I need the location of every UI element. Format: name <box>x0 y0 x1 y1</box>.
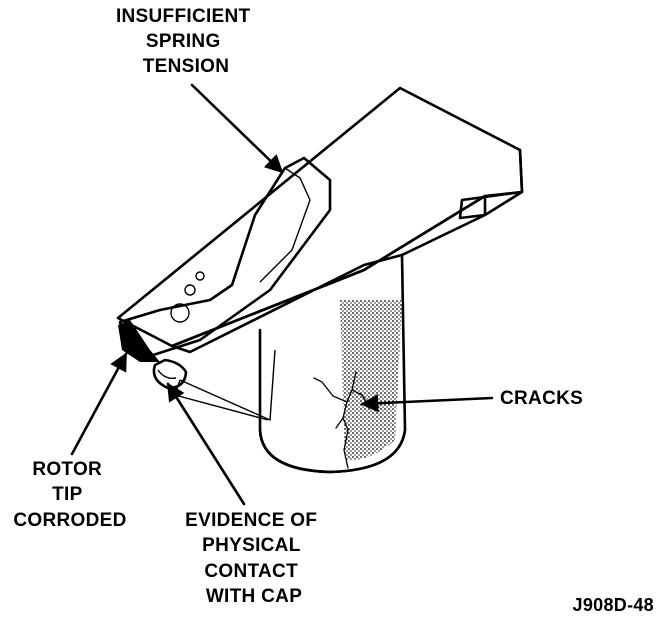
label-rotor-tip: ROTOR TIP CORRODED <box>13 459 126 531</box>
rotor-shaft <box>258 253 407 474</box>
label-rotor-tip-line-1: ROTOR <box>32 459 102 480</box>
label-rotor-tip-line-3: CORRODED <box>13 510 126 531</box>
figure-id: J908D-48 <box>573 595 654 615</box>
spring-contact <box>118 156 332 358</box>
label-spring-line-1: INSUFFICIENT <box>116 6 251 27</box>
label-spring: INSUFFICIENT SPRING TENSION <box>116 6 256 77</box>
rotor-arm <box>116 86 524 422</box>
label-cracks: CRACKS <box>500 388 583 409</box>
rotor-tip <box>118 320 188 390</box>
label-spring-line-3: TENSION <box>143 56 230 77</box>
label-spring-line-2: SPRING <box>146 31 221 52</box>
label-rotor-tip-line-2: TIP <box>52 484 82 505</box>
label-contact: EVIDENCE OF PHYSICAL CONTACT WITH CAP <box>185 510 323 607</box>
label-contact-line-4: WITH CAP <box>206 586 302 607</box>
label-contact-line-1: EVIDENCE OF <box>185 510 317 531</box>
leader-lines <box>70 83 494 506</box>
label-contact-line-2: PHYSICAL <box>202 535 301 556</box>
label-contact-line-3: CONTACT <box>204 561 298 582</box>
